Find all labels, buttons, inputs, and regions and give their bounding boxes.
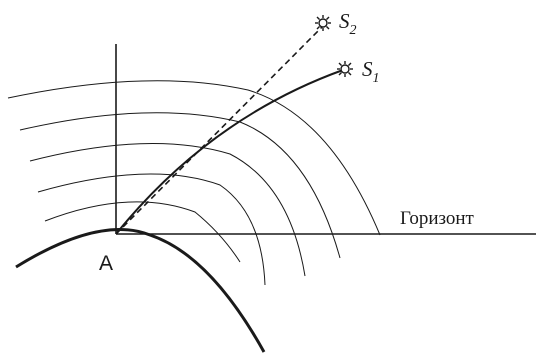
atmosphere-layers (7, 80, 381, 286)
refracted-ray (115, 69, 344, 235)
star-s2-icon (315, 15, 331, 31)
atmosphere-layer-2 (37, 173, 266, 286)
earth-surface (15, 228, 266, 353)
star-s2-label: S2 (339, 9, 357, 38)
atmosphere-layer-1 (44, 201, 241, 263)
observer-point-label: A (99, 252, 113, 275)
apparent-ray (115, 26, 323, 235)
star-s1-label: S1 (362, 57, 380, 86)
atmosphere-layer-5 (7, 80, 381, 236)
star-s1-icon (337, 61, 353, 77)
atmosphere-layer-4 (19, 112, 341, 259)
horizon-label: Горизонт (400, 208, 475, 229)
atmosphere-layer-3 (29, 143, 306, 277)
